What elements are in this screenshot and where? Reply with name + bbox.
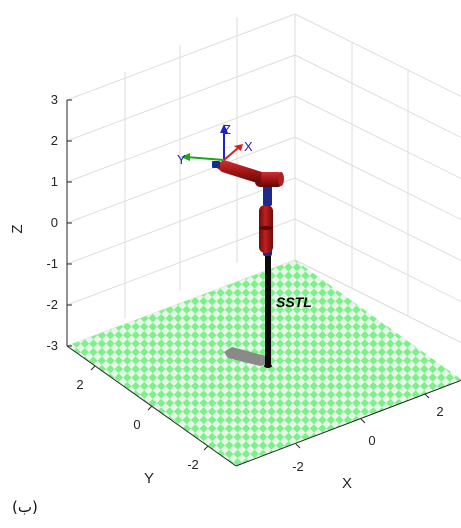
elbow-cap-end bbox=[278, 172, 284, 186]
frame-x-label: X bbox=[244, 139, 253, 154]
z-tick-label: -3 bbox=[46, 338, 58, 353]
end-effector-frame: Z X Y bbox=[177, 122, 253, 167]
x-tick-label: -2 bbox=[292, 459, 304, 474]
elbow-cap bbox=[255, 172, 283, 187]
z-axis-label: Z bbox=[9, 224, 26, 233]
frame-z-arrowhead bbox=[220, 124, 228, 133]
z-tick-label: -1 bbox=[46, 256, 58, 271]
z-tick-label: 3 bbox=[51, 92, 58, 107]
base-foot bbox=[264, 364, 272, 368]
y-axis-ticks bbox=[90, 365, 209, 451]
x-axis-ticks bbox=[295, 393, 430, 449]
frame-x-arrowhead bbox=[234, 144, 243, 151]
x-tick-label: 0 bbox=[368, 433, 375, 448]
frame-z-label: Z bbox=[223, 122, 231, 137]
frame-y-arrow bbox=[185, 156, 225, 161]
z-tick-labels: 3 2 1 0 -1 -2 -3 bbox=[46, 92, 58, 353]
z-tick-label: 2 bbox=[51, 133, 58, 148]
x-tick-label: 2 bbox=[436, 404, 443, 419]
y-tick-label: -2 bbox=[187, 457, 199, 472]
y-tick-labels: 2 0 -2 bbox=[76, 377, 198, 472]
y-tick-label: 0 bbox=[133, 417, 140, 432]
z-tick-label: 1 bbox=[51, 174, 58, 189]
wrist-joint bbox=[212, 161, 220, 168]
elbow-joint bbox=[263, 184, 272, 206]
frame-y-label: Y bbox=[177, 152, 186, 167]
y-tick-label: 2 bbox=[76, 377, 83, 392]
z-tick-label: -2 bbox=[46, 297, 58, 312]
robot-shadow bbox=[224, 347, 268, 366]
y-axis-label: Y bbox=[144, 470, 154, 487]
x-axis-label: X bbox=[342, 475, 352, 492]
z-axis-ticks bbox=[67, 99, 72, 347]
base-column bbox=[265, 252, 271, 366]
frame-y-arrowhead bbox=[181, 153, 190, 161]
robot-name-label: SSTL bbox=[276, 294, 312, 310]
frame-x-arrow bbox=[223, 147, 239, 161]
robot-arm bbox=[212, 160, 284, 368]
z-tick-label: 0 bbox=[51, 215, 58, 230]
forearm-ring bbox=[259, 226, 273, 230]
upper-arm-link bbox=[217, 160, 262, 184]
figure-caption: (ب) bbox=[12, 498, 38, 516]
x-tick-labels: -2 0 2 bbox=[292, 404, 443, 474]
